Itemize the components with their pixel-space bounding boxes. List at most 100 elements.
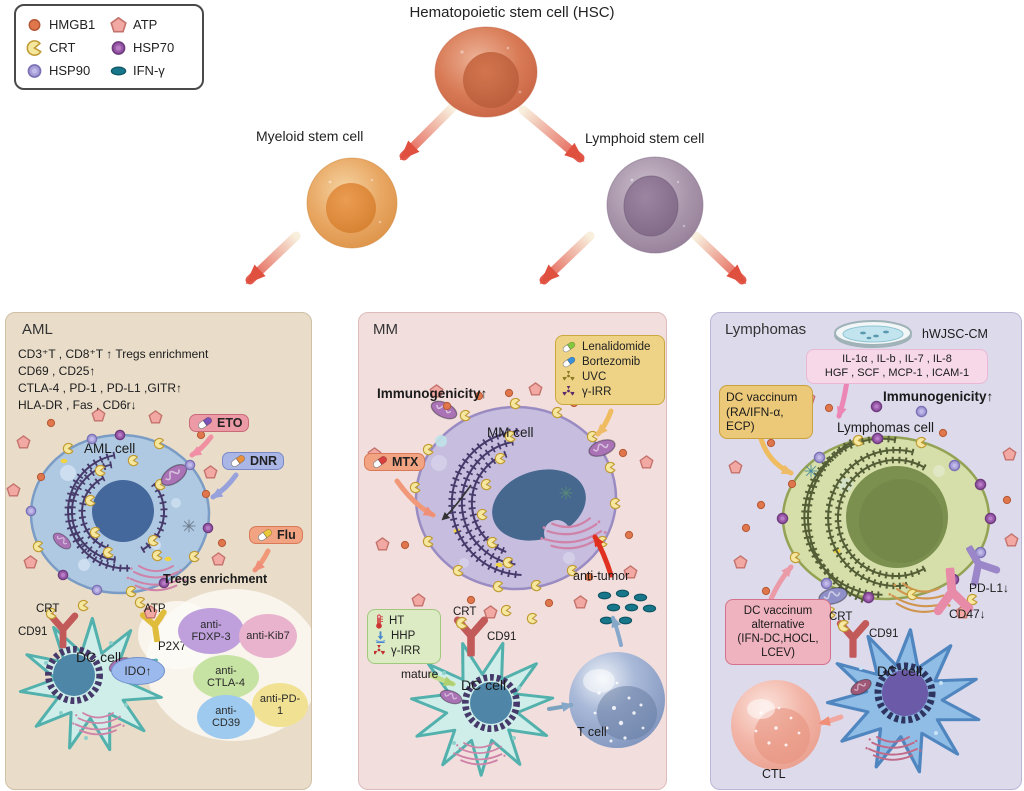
hsp70-icon	[871, 432, 884, 445]
aml-panel: AML CD3⁺T , CD8⁺T ↑ Tregs enrichment CD6…	[5, 312, 312, 790]
crt-icon	[609, 497, 621, 510]
legend-item-hsp90: HSP90	[26, 59, 110, 82]
crt-icon	[500, 604, 512, 617]
arrow-flu-to-tregs	[252, 548, 271, 573]
legend-label: CRT	[49, 40, 76, 55]
cd91-label: CD91	[18, 626, 48, 638]
dc-vaccinum-alt-box: DC vaccinum alternative (IFN-DC,HOCL, LC…	[725, 599, 831, 665]
pill-icon	[256, 529, 274, 541]
treatment-label: γ-IRR	[582, 386, 612, 398]
antibody-label: anti-FDXP-3	[191, 618, 231, 644]
antibody-label: anti-PD-1	[259, 692, 301, 718]
arrow-alt-vaccine-to-cell	[768, 564, 794, 602]
atp-icon	[411, 593, 426, 607]
antibody-label: anti-CD39	[211, 704, 241, 730]
pill-icon	[562, 357, 577, 368]
arrow-dc-to-ctl	[818, 714, 844, 726]
molecule-legend: HMGB1 ATP CRT HSP70 HSP90 IFN-γ	[14, 4, 204, 90]
treatment-label: Lenalidomide	[582, 341, 651, 353]
crt-icon	[459, 409, 471, 422]
hmgb1-icon	[756, 500, 766, 510]
ctl-label: CTL	[762, 767, 786, 781]
physical-ht: HT	[374, 614, 434, 629]
ifn-gamma-oval-icon	[110, 66, 127, 75]
arrow-vaccine-to-cell	[758, 436, 794, 476]
cd47-label: CD47↓	[949, 607, 986, 621]
ifn-gamma-icon	[624, 603, 639, 612]
atp-icon	[203, 465, 218, 479]
atp-icon	[639, 455, 654, 469]
cytokine-box: IL-1α , IL-b , IL-7 , IL-8 HGF , SCF , M…	[806, 349, 988, 384]
aml-panel-title: AML	[22, 321, 53, 338]
dc-vaccinum-box: DC vaccinum (RA/IFN-α, ECP)	[719, 385, 813, 439]
dc-cell-label: DC cell	[76, 649, 122, 665]
physical-label: γ-IRR	[391, 645, 421, 657]
lymphomas-cell-label: Lymphomas cell	[837, 420, 935, 435]
legend-item-crt: CRT	[26, 36, 110, 59]
cytokine-line-2: HGF , SCF , MCP-1 , ICAM-1	[824, 366, 970, 379]
physical-label: HHP	[391, 630, 416, 642]
aml-dc-cell	[10, 606, 175, 764]
mtx-drug-badge: MTX	[364, 453, 426, 471]
aml-marker-line: CTLA-4 , PD-1 , PD-L1 ,GITR↑	[18, 381, 183, 395]
hmgb1-icon	[46, 418, 56, 428]
ifn-gamma-icon	[606, 603, 621, 612]
crt-label: CRT	[829, 611, 853, 623]
arrow-anti-tumor	[592, 534, 614, 578]
crt-icon	[604, 461, 616, 474]
hmgb1-icon	[618, 448, 628, 458]
atp-icon	[1002, 447, 1017, 461]
hsp70-icon	[974, 478, 987, 491]
legend-label: IFN-γ	[133, 63, 165, 78]
hmgb1-circle-icon	[28, 18, 41, 31]
hmgb1-icon	[196, 430, 206, 440]
hmgb1-icon	[1002, 495, 1012, 505]
t-cell	[569, 652, 665, 748]
cytokine-line-1: IL-1α , IL-b , IL-7 , IL-8	[842, 353, 952, 365]
hmgb1-icon	[466, 595, 476, 605]
centriole-icon	[804, 464, 818, 478]
arrow-hsc-to-lymphoid	[518, 105, 585, 163]
arrow-mature-dc	[428, 672, 456, 687]
hsp90-icon	[184, 459, 196, 471]
lymphomas-panel: Lymphomas hWJSC-CM IL-1α , IL-b , IL-7 ,…	[710, 312, 1022, 790]
radiation-icon	[374, 645, 386, 655]
lymphoid-stem-cell	[606, 156, 704, 254]
aml-marker-line: HLA-DR , Fas , CD6r↓	[18, 398, 137, 412]
arrow-dnr-to-cell	[210, 472, 239, 500]
cd91-label: CD91	[869, 628, 899, 640]
hmgb1-icon	[201, 489, 211, 499]
treatment-label: Bortezomib	[582, 356, 641, 368]
arrow-hsc-to-myeloid	[399, 103, 457, 161]
hsc-differentiation-tree-graphic	[245, 26, 747, 285]
hmgb1-icon	[938, 428, 948, 438]
mm-physical-box: HT HHP γ-IRR	[367, 609, 441, 664]
hsp90-icon	[915, 405, 928, 418]
anti-fdxp3-bubble: anti-FDXP-3	[178, 608, 244, 654]
ifn-gamma-icon	[597, 591, 612, 600]
ifn-gamma-icon	[615, 589, 630, 598]
pdl1-label: PD-L1↓	[969, 581, 1010, 595]
legend-label: ATP	[133, 17, 158, 32]
anti-ctla4-bubble: anti-CTLA-4	[193, 655, 259, 699]
mitochondrion-icon	[427, 396, 461, 424]
dnr-label: DNR	[250, 454, 278, 468]
arrow-lymphoid-to-mm	[539, 231, 595, 285]
hmgb1-icon	[400, 540, 410, 550]
mm-cancer-cell	[414, 396, 619, 591]
hsp90-icon	[820, 577, 833, 590]
atp-icon	[6, 483, 21, 497]
t-cell-label: T cell	[577, 725, 607, 739]
radiation-icon	[562, 371, 575, 381]
hsp90-icon	[25, 505, 37, 517]
anti-kib7-bubble: anti-Kib7	[239, 614, 297, 658]
crt-label: CRT	[36, 603, 60, 615]
aml-marker-line: CD69 , CD25↑	[18, 364, 96, 378]
hsp70-icon	[984, 512, 997, 525]
treatment-girr: γ-IRR	[562, 385, 658, 400]
crt-icon	[455, 616, 468, 630]
crt-label: CRT	[453, 606, 477, 618]
hsp70-icon	[202, 522, 214, 534]
hmgb1-icon	[217, 538, 227, 548]
crt-icon	[551, 406, 563, 419]
